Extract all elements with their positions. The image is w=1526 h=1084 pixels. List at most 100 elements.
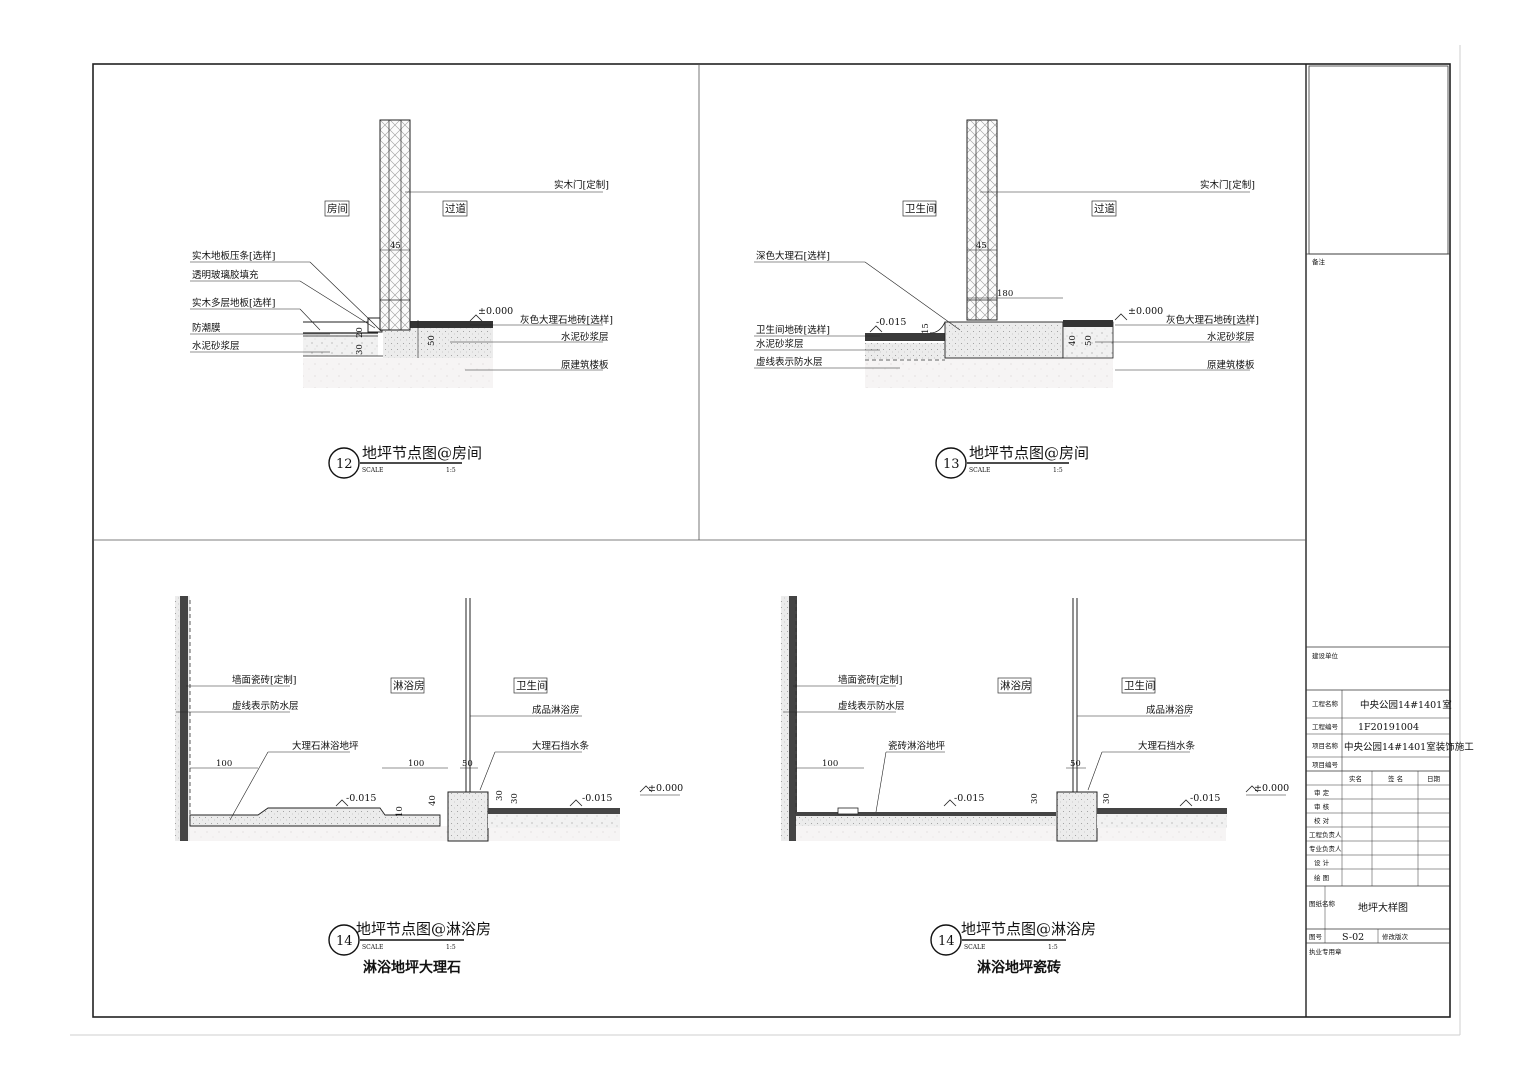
- dimension: 45: [390, 241, 401, 251]
- room-label: 过道: [1094, 202, 1116, 215]
- detail-12: 房间 过道 45 20 30 50 实木门[定制] ±0.000 灰色大理石地砖…: [190, 119, 613, 479]
- callout-label: 水泥砂浆层: [561, 331, 609, 343]
- detail-14-marble: 淋浴房 卫生间 墙面瓷砖[定制] 虚线表示防水层 大理石淋浴地坪 成品淋浴房 大…: [175, 596, 683, 976]
- room-label: 淋浴房: [1000, 679, 1032, 692]
- dimension: 50: [1084, 335, 1094, 346]
- detail-13: 卫生间 过道 45 180 15 40 50 -0.015 ±0.000 实木门…: [754, 119, 1259, 479]
- project-no: 1F20191004: [1358, 722, 1419, 733]
- callout-label: 透明玻璃胶填充: [192, 269, 259, 281]
- callout-label: 实木多层地板[选样]: [192, 297, 275, 309]
- dimension: 40: [1068, 335, 1078, 346]
- scale-value: 1:5: [446, 944, 456, 951]
- room-label: 卫生间: [1124, 679, 1156, 692]
- callout-label: 实木门[定制]: [554, 179, 609, 191]
- callout-label: 虚线表示防水层: [756, 356, 823, 368]
- scale-value: 1:5: [1053, 467, 1063, 474]
- detail-14-tile: 淋浴房 卫生间 墙面瓷砖[定制] 虚线表示防水层 瓷砖淋浴地坪 成品淋浴房 大理…: [781, 596, 1289, 976]
- callout-label: 大理石挡水条: [532, 740, 590, 752]
- room-label: 过道: [445, 202, 466, 215]
- callout-label: 原建筑楼板: [1207, 359, 1255, 371]
- sheet-border: [92, 63, 1451, 1018]
- room-label: 卫生间: [905, 202, 937, 215]
- item-name-label: 项目名称: [1312, 741, 1339, 750]
- scale-value: 1:5: [446, 467, 456, 474]
- callout-label: 墙面瓷砖[定制]: [838, 674, 902, 686]
- role-label: 审 定: [1314, 788, 1330, 797]
- level-mark: ±0.000: [478, 306, 513, 317]
- remarks-label: 备注: [1312, 257, 1326, 266]
- callout-label: 实木门[定制]: [1200, 179, 1255, 191]
- callout-label: 防潮膜: [192, 322, 221, 334]
- dimension: 30: [1030, 793, 1040, 804]
- callout-label: 水泥砂浆层: [1207, 331, 1255, 343]
- scale-label: SCALE: [362, 467, 383, 474]
- dimension: 50: [462, 759, 473, 769]
- callout-label: 灰色大理石地砖[选样]: [520, 314, 613, 326]
- detail-title: 地坪节点图@房间: [969, 444, 1089, 462]
- level-mark: -0.015: [876, 317, 906, 328]
- stamp-label: 执业专用章: [1309, 947, 1342, 956]
- detail-number: 14: [938, 934, 955, 949]
- dimension: 30: [510, 793, 520, 804]
- callout-label: 大理石挡水条: [1138, 740, 1196, 752]
- callout-label: 水泥砂浆层: [756, 338, 804, 350]
- role-label: 工程负责人: [1309, 830, 1342, 839]
- client-label: 建设单位: [1312, 651, 1339, 660]
- detail-number: 14: [336, 934, 353, 949]
- callout-label: 虚线表示防水层: [232, 700, 299, 712]
- callout-label: 灰色大理石地砖[选样]: [1166, 314, 1259, 326]
- role-label: 专业负责人: [1309, 844, 1342, 853]
- level-mark: -0.015: [346, 793, 376, 804]
- role-label: 设 计: [1314, 858, 1330, 867]
- drawing-no: S-02: [1342, 932, 1364, 943]
- title-block: 备注 建设单位 工程名称 中央公园14#1401室 工程编号 1F2019100…: [1306, 65, 1474, 956]
- dimension: 40: [428, 795, 438, 806]
- detail-subtitle: 淋浴地坪瓷砖: [977, 959, 1061, 976]
- col-header: 签 名: [1388, 774, 1403, 783]
- detail-title: 地坪节点图@淋浴房: [961, 920, 1096, 938]
- callout-label: 虚线表示防水层: [838, 700, 905, 712]
- dimension: 100: [822, 759, 838, 769]
- level-mark: -0.015: [1190, 793, 1220, 804]
- callout-label: 原建筑楼板: [561, 359, 609, 371]
- role-label: 校 对: [1314, 816, 1330, 825]
- detail-title: 地坪节点图@房间: [362, 444, 482, 462]
- item-name: 中央公园14#1401室装饰施工: [1344, 741, 1474, 753]
- level-mark: -0.015: [582, 793, 612, 804]
- room-label: 房间: [327, 202, 348, 215]
- col-header: 实名: [1349, 774, 1362, 783]
- level-mark: ±0.000: [1254, 783, 1289, 794]
- drawing-name-label: 图纸名称: [1309, 899, 1336, 908]
- dimension: 50: [1070, 759, 1081, 769]
- scale-value: 1:5: [1048, 944, 1058, 951]
- role-label: 绘 图: [1314, 873, 1329, 882]
- dimension: 20: [355, 327, 365, 338]
- level-mark: -0.015: [954, 793, 984, 804]
- room-label: 淋浴房: [393, 679, 425, 692]
- scale-label: SCALE: [964, 944, 985, 951]
- callout-label: 水泥砂浆层: [192, 340, 240, 352]
- callout-label: 成品淋浴房: [532, 704, 580, 716]
- scale-label: SCALE: [969, 467, 990, 474]
- level-mark: ±0.000: [648, 783, 683, 794]
- project-no-label: 工程编号: [1312, 722, 1339, 731]
- room-label: 卫生间: [516, 679, 548, 692]
- dimension: 30: [1102, 793, 1112, 804]
- role-label: 审 核: [1314, 802, 1330, 811]
- dimension: 30: [495, 790, 505, 801]
- project-name-label: 工程名称: [1312, 699, 1339, 708]
- dimension: 100: [408, 759, 424, 769]
- level-mark: ±0.000: [1128, 306, 1163, 317]
- callout-label: 成品淋浴房: [1146, 704, 1194, 716]
- callout-label: 墙面瓷砖[定制]: [232, 674, 296, 686]
- drawing-no-label: 图号: [1309, 933, 1323, 941]
- callout-label: 卫生间地砖[选样]: [756, 324, 830, 336]
- detail-number: 12: [336, 457, 353, 472]
- callout-label: 大理石淋浴地坪: [292, 740, 359, 752]
- dimension: 50: [427, 335, 437, 346]
- callout-label: 深色大理石[选样]: [756, 250, 830, 262]
- dimension: 45: [976, 241, 987, 251]
- detail-title: 地坪节点图@淋浴房: [356, 920, 491, 938]
